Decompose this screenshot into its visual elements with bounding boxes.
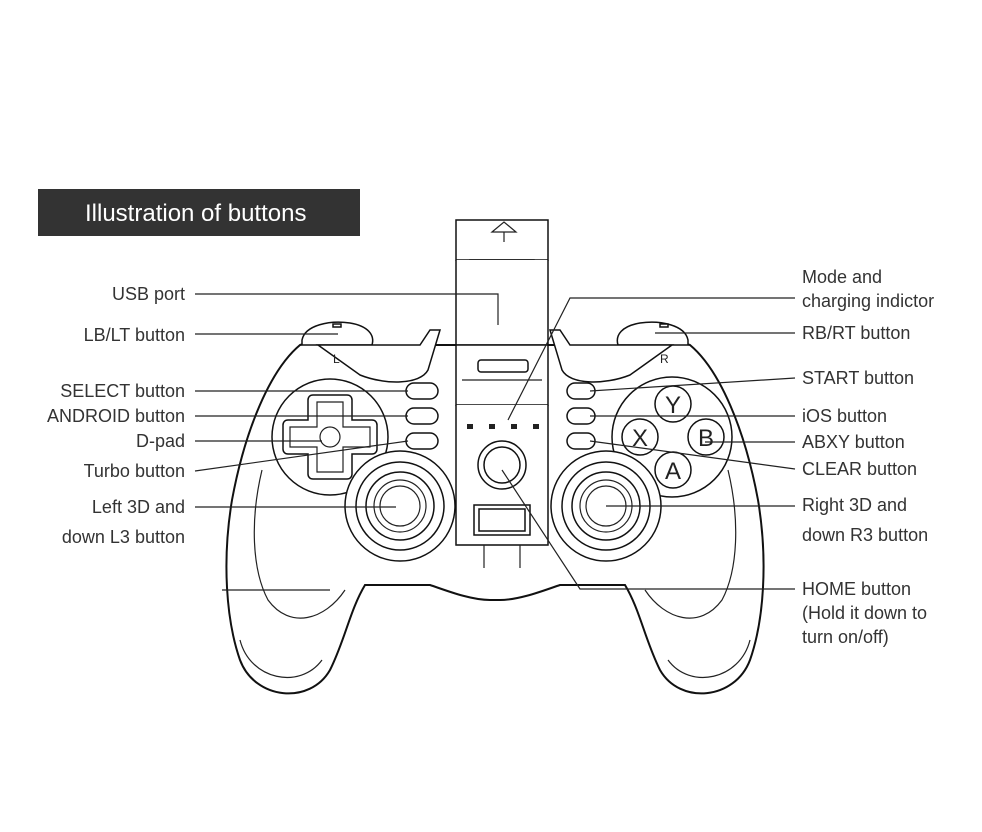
label-home-line2: (Hold it down to bbox=[802, 603, 927, 623]
b-button[interactable]: B bbox=[687, 418, 725, 456]
right-shoulder-mark: R bbox=[660, 352, 669, 366]
left-leader-lines bbox=[194, 293, 499, 591]
center-rect-button[interactable] bbox=[473, 504, 531, 536]
select-button[interactable] bbox=[405, 382, 439, 400]
label-select: SELECT button bbox=[60, 381, 185, 401]
right-leader-lines bbox=[501, 297, 796, 590]
label-usb-port: USB port bbox=[112, 284, 185, 304]
a-button-label: A bbox=[665, 458, 681, 485]
left-shoulder-mark: L bbox=[333, 352, 340, 366]
label-left-3d-line1: Left 3D and bbox=[92, 497, 185, 517]
label-rb-rt: RB/RT button bbox=[802, 323, 910, 343]
label-ios: iOS button bbox=[802, 406, 887, 426]
home-button[interactable] bbox=[477, 440, 527, 490]
label-dpad: D-pad bbox=[136, 431, 185, 451]
x-button-label: X bbox=[632, 425, 648, 452]
label-clear: CLEAR button bbox=[802, 459, 917, 479]
label-lb-lt: LB/LT button bbox=[84, 325, 185, 345]
label-start: START button bbox=[802, 368, 914, 388]
android-button[interactable] bbox=[405, 407, 439, 425]
clear-button[interactable] bbox=[566, 432, 596, 450]
y-button-label: Y bbox=[665, 392, 681, 419]
label-android: ANDROID button bbox=[47, 406, 185, 426]
label-left-3d-line2: down L3 button bbox=[62, 527, 185, 547]
label-mode-line1: Mode and bbox=[802, 267, 882, 287]
label-turbo: Turbo button bbox=[84, 461, 185, 481]
label-right-3d-line2: down R3 button bbox=[802, 525, 928, 545]
led-indicators bbox=[467, 424, 539, 429]
b-button-label: B bbox=[698, 425, 714, 452]
title-banner bbox=[38, 189, 360, 236]
label-abxy: ABXY button bbox=[802, 432, 905, 452]
diagram-title: Illustration of buttons bbox=[85, 200, 306, 227]
left-stick[interactable] bbox=[344, 450, 456, 562]
right-shoulder[interactable] bbox=[548, 321, 689, 383]
label-right-3d-line1: Right 3D and bbox=[802, 495, 907, 515]
a-button[interactable]: A bbox=[654, 451, 692, 489]
turbo-button[interactable] bbox=[405, 432, 439, 450]
label-mode-line2: charging indictor bbox=[802, 291, 934, 311]
label-home-line1: HOME button bbox=[802, 579, 911, 599]
label-home-line3: turn on/off) bbox=[802, 627, 889, 647]
d-pad[interactable] bbox=[271, 378, 389, 496]
